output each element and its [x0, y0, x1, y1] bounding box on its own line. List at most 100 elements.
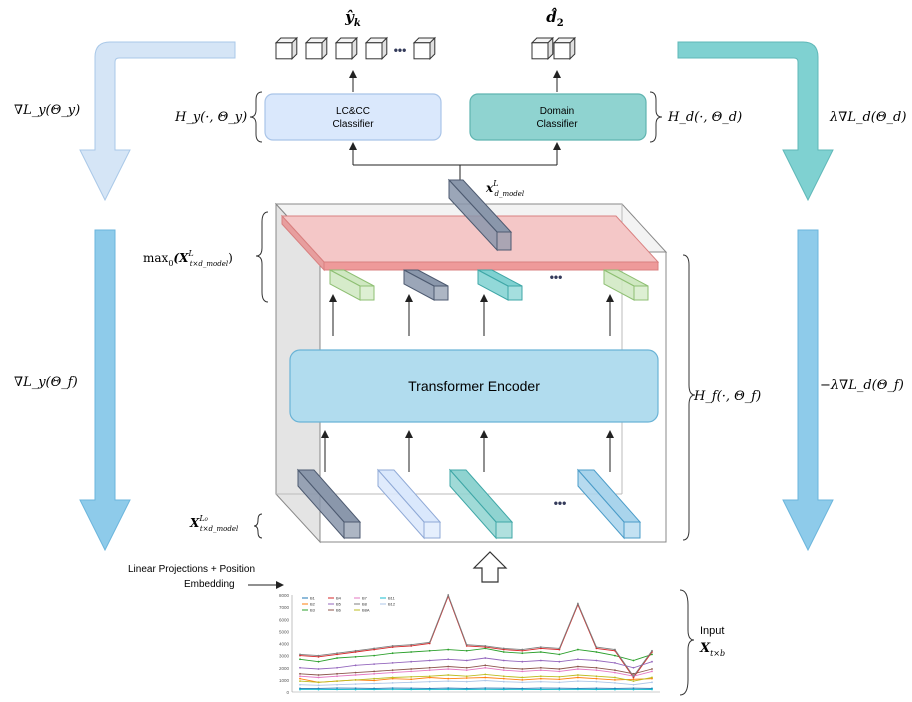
- chart-point: [447, 688, 450, 691]
- chart-tick-label: 5000: [279, 629, 290, 634]
- chart-point: [576, 668, 579, 670]
- chart-point: [391, 662, 394, 664]
- chart-point: [558, 678, 561, 681]
- max-close: ): [228, 251, 233, 265]
- chart-point: [576, 688, 579, 691]
- chart-point: [614, 654, 616, 657]
- input-time-series-chart: 010002000300040005000600070008000B1B2B3B…: [279, 593, 660, 695]
- chart-point: [336, 652, 338, 655]
- chart-point: [484, 679, 487, 682]
- chart-point: [428, 659, 431, 662]
- x0-symbol: X: [189, 516, 200, 530]
- chart-series-line: [299, 647, 653, 663]
- chart-point: [317, 676, 320, 679]
- max-sub: 0: [168, 259, 173, 268]
- chart-point: [336, 675, 338, 678]
- chart-legend-label: B8A: [362, 608, 370, 613]
- chart-point: [447, 658, 450, 661]
- chart-point: [502, 666, 505, 669]
- chart-point: [502, 675, 505, 678]
- chart-point: [336, 687, 338, 690]
- chart-point: [373, 670, 376, 673]
- chart-point: [354, 683, 357, 686]
- cube-dots: •••: [394, 43, 407, 57]
- encoder-input-arrows: [321, 430, 614, 472]
- chart-point: [539, 651, 542, 653]
- chart-point: [373, 647, 376, 650]
- encoder-output-tokens: [329, 269, 649, 301]
- chart-point: [336, 688, 338, 691]
- chart-point: [373, 677, 376, 680]
- chart-point: [632, 666, 635, 669]
- chart-point: [354, 687, 357, 690]
- brace-hf: [682, 254, 696, 541]
- chart-point: [465, 643, 468, 646]
- brace-input: [679, 589, 695, 696]
- chart-point: [558, 670, 561, 673]
- chart-series-line: [299, 673, 653, 683]
- chart-point: [354, 671, 357, 674]
- chart-point: [428, 641, 431, 644]
- chart-point: [558, 660, 561, 663]
- input-label: Input: [700, 625, 724, 637]
- chart-point: [502, 651, 505, 653]
- chart-point: [539, 675, 542, 678]
- output-d-sub: 2: [557, 18, 564, 29]
- domain-classifier-box: [469, 93, 647, 141]
- chart-point: [465, 688, 468, 691]
- chart-point: [336, 666, 338, 669]
- brace-hd: [649, 91, 663, 143]
- chart-point: [521, 678, 524, 681]
- transformer-encoder-label: Transformer Encoder: [408, 378, 540, 394]
- chart-point: [410, 678, 413, 681]
- chart-point: [614, 662, 616, 664]
- input-sub: t×b: [710, 649, 725, 658]
- chart-point: [354, 649, 357, 652]
- chart-legend-label: B6: [336, 608, 342, 613]
- chart-tick-label: 6000: [279, 617, 290, 622]
- svg-text:ŷk: ŷk: [344, 8, 361, 29]
- chart-point: [539, 659, 542, 662]
- chart-point: [632, 678, 635, 681]
- chart-point: [576, 648, 579, 651]
- chart-point: [539, 680, 542, 683]
- chart-point: [428, 649, 431, 652]
- chart-point: [576, 665, 579, 668]
- chart-point: [539, 666, 542, 669]
- brace-hy: [249, 91, 263, 143]
- xl-sup: L: [492, 179, 498, 188]
- chart-point: [632, 672, 635, 675]
- feature-vector-top: [447, 178, 513, 252]
- lc-cc-label-2: Classifier: [332, 119, 374, 130]
- chart-tick-label: 3000: [279, 654, 290, 659]
- chart-point: [651, 681, 653, 684]
- chart-point: [595, 688, 598, 691]
- chart-point: [391, 652, 394, 655]
- chart-legend-label: B11: [388, 596, 396, 601]
- svg-text:max0(XLt×d_model): max0(XLt×d_model): [143, 249, 233, 268]
- chart-point: [576, 658, 579, 661]
- xl-symbol: x: [485, 181, 494, 195]
- chart-point: [521, 670, 524, 673]
- output-d-label: d̂: [546, 7, 558, 26]
- chart-point: [447, 648, 450, 651]
- output-token: [603, 269, 649, 301]
- output-cube: [334, 36, 359, 61]
- output-cube: [364, 36, 389, 61]
- max-arg-sup: L: [187, 249, 193, 258]
- chart-point: [465, 677, 468, 679]
- chart-point: [614, 671, 616, 674]
- dots-bottom: •••: [554, 496, 567, 510]
- embedding-token: [296, 468, 362, 540]
- chart-point: [317, 684, 320, 687]
- lc-cc-classifier-box: [264, 93, 442, 141]
- output-cubes-d: [530, 36, 577, 61]
- chart-point: [558, 687, 561, 690]
- chart-legend-label: B4: [336, 596, 342, 601]
- max-arg-sub: t×d_model: [190, 260, 228, 268]
- chart-point: [317, 674, 320, 676]
- domain-label-2: Classifier: [536, 119, 578, 130]
- grad-arrow-right-top: [677, 41, 834, 202]
- projection-label-1: Linear Projections + Position: [128, 564, 255, 575]
- chart-point: [336, 683, 338, 686]
